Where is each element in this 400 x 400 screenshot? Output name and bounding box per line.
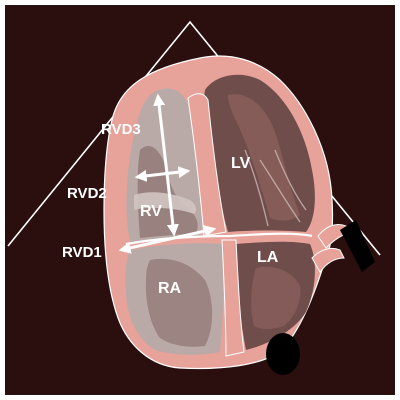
pulmonary-vein-2 bbox=[311, 247, 345, 273]
interventricular-septum bbox=[187, 93, 227, 237]
rvd1-label: RVD1 bbox=[62, 244, 102, 261]
descending-aorta-stub bbox=[340, 220, 375, 272]
ra-pectinate-muscle bbox=[145, 258, 213, 347]
rvd3-arrow bbox=[153, 93, 179, 237]
rv-label: RV bbox=[140, 203, 162, 220]
rvd1-arrow bbox=[118, 225, 217, 254]
la-label: LA bbox=[257, 249, 279, 266]
coronary-sinus bbox=[266, 333, 300, 375]
lv-papillary-muscles bbox=[228, 94, 300, 221]
interatrial-septum bbox=[221, 239, 245, 357]
rvd3-label: RVD3 bbox=[101, 121, 141, 138]
rvd2-label: RVD2 bbox=[67, 185, 107, 202]
lv-chordae bbox=[244, 149, 307, 227]
lv-label: LV bbox=[231, 155, 251, 172]
ra-label: RA bbox=[158, 280, 182, 297]
rvd2-arrow bbox=[134, 166, 191, 182]
la-wall-detail bbox=[251, 266, 301, 329]
